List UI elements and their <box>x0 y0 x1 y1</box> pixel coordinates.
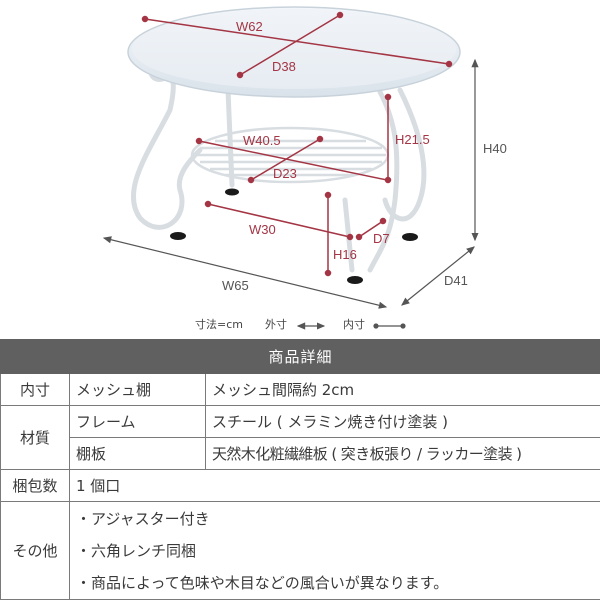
row-value-shelf-material: 天然木化粧繊維板 ( 突き板張り / ラッカー塗装 ) <box>204 437 600 470</box>
outer-dimension-lines <box>102 58 479 309</box>
dim-shelf-height: H21.5 <box>395 132 430 147</box>
row-sub-mesh-shelf: メッシュ棚 <box>69 373 206 406</box>
row-sub-shelf-board: 棚板 <box>69 437 206 470</box>
table-row: その他 ・アジャスター付き ・六角レンチ同梱 ・商品によって色味や木目などの風合… <box>0 501 600 600</box>
table-top <box>127 6 461 98</box>
note-color-variation: ・商品によって色味や木目などの風合いが異なります。 <box>76 573 449 592</box>
legend-outer-label: 外寸 <box>265 318 287 331</box>
dim-total-height: H40 <box>483 141 507 156</box>
row-sub-frame: フレーム <box>69 405 206 438</box>
legend-inner-label: 内寸 <box>343 318 365 331</box>
table-row: 内寸 メッシュ棚 メッシュ間隔約 2cm <box>0 373 600 406</box>
legend-unit: 寸法=cm <box>195 318 243 331</box>
dim-shelf-depth: D23 <box>273 166 297 181</box>
row-label-package-count: 梱包数 <box>0 469 70 502</box>
row-label-inner-size: 内寸 <box>0 373 70 406</box>
row-value-mesh-spacing: メッシュ間隔約 2cm <box>204 373 600 406</box>
row-label-other: その他 <box>0 501 70 600</box>
row-value-other-notes: ・アジャスター付き ・六角レンチ同梱 ・商品によって色味や木目などの風合いが異な… <box>68 501 600 600</box>
note-hex-wrench: ・六角レンチ同梱 <box>76 541 197 560</box>
dim-inner-height: H16 <box>333 247 357 262</box>
note-adjuster: ・アジャスター付き <box>76 509 210 528</box>
table-row: 材質 フレーム スチール ( メラミン焼き付け塗装 ) <box>0 405 600 470</box>
dim-inner-depth: D7 <box>373 231 390 246</box>
dim-inner-width: W30 <box>249 222 276 237</box>
dimension-legend: 寸法=cm 外寸 内寸 <box>0 314 600 334</box>
product-details-table: 商品詳細 内寸 メッシュ棚 メッシュ間隔約 2cm 材質 フレーム スチール (… <box>0 339 600 600</box>
dim-shelf-width: W40.5 <box>243 133 281 148</box>
dim-top-depth: D38 <box>272 59 296 74</box>
table-row: 梱包数 1 個口 <box>0 469 600 502</box>
dim-total-depth: D41 <box>444 273 468 288</box>
product-dimension-diagram: W62 D38 W40.5 D23 H21.5 W30 D7 H16 H40 W… <box>102 6 507 330</box>
dim-top-width: W62 <box>236 19 263 34</box>
table-row: 棚板 天然木化粧繊維板 ( 突き板張り / ラッカー塗装 ) <box>1 437 600 470</box>
row-label-material: 材質 <box>0 405 70 470</box>
row-value-frame-material: スチール ( メラミン焼き付け塗装 ) <box>204 405 600 438</box>
dim-total-width: W65 <box>222 278 249 293</box>
row-value-package-count: 1 個口 <box>68 469 600 502</box>
table-title: 商品詳細 <box>0 339 600 374</box>
legend-inner-dot-line-icon <box>373 323 406 329</box>
